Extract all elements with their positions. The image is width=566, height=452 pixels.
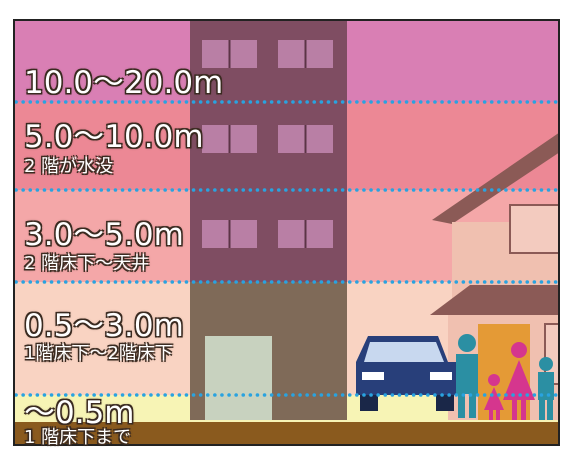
level-range-label: 0.5〜3.0m [24, 308, 184, 344]
level-description-label: 2 階が水没 [24, 156, 114, 177]
level-range-label: 10.0〜20.0m [24, 65, 224, 101]
level-range-label: 3.0〜5.0m [24, 217, 184, 253]
level-description-label: 1階床下〜2階床下 [24, 343, 173, 364]
ground [14, 422, 559, 445]
level-description-label: 1 階床下まで [24, 427, 132, 448]
family-icon [456, 334, 554, 420]
diagram-frame [13, 19, 560, 446]
level-description-label: 2 階床下〜天井 [24, 253, 150, 274]
apartment-building-icon [190, 20, 347, 420]
car-icon [356, 336, 458, 411]
level-range-label: 5.0〜10.0m [24, 119, 204, 155]
level-range-label: 〜0.5m [24, 395, 135, 431]
